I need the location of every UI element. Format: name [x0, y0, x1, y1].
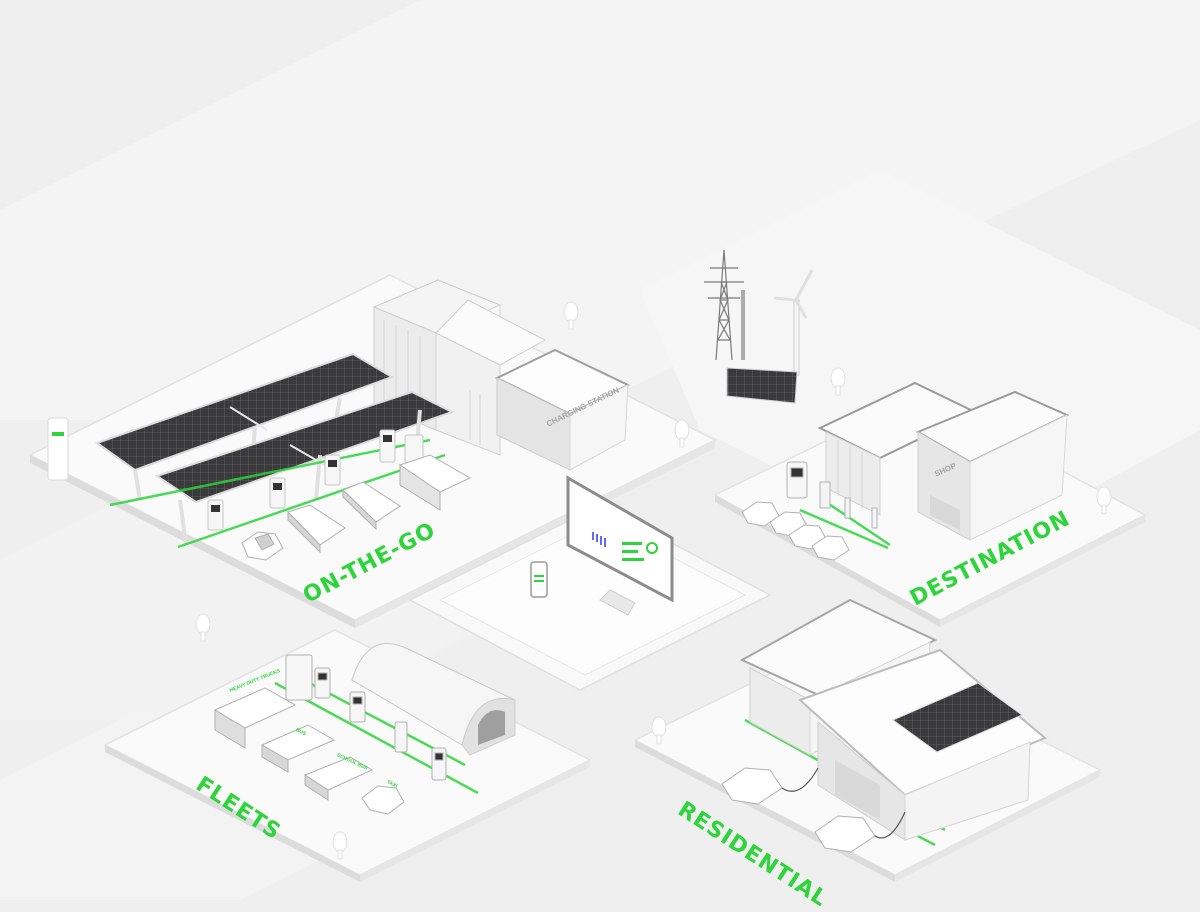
- dashboard-bars: [592, 532, 606, 547]
- power-pylon: [704, 249, 745, 361]
- ground-solar-panel: [726, 367, 798, 404]
- fleet-depot: [351, 642, 516, 756]
- phone-device: [530, 561, 548, 598]
- fleets-platform: [103, 629, 592, 882]
- fleet-vehicles: [213, 687, 405, 815]
- tree: [563, 301, 579, 330]
- rooftop-solar-panel: [891, 682, 1024, 753]
- monitor-stand: [599, 589, 636, 616]
- fleet-chargers: [285, 654, 447, 781]
- shop-building: [817, 381, 1070, 541]
- bus: [287, 504, 346, 554]
- car: [241, 531, 284, 561]
- dashboard-greens: [622, 542, 644, 561]
- dashboard-gauge: [646, 542, 658, 554]
- tree: [195, 613, 211, 642]
- destination-equipment: [741, 461, 878, 561]
- charging-station-building: [372, 279, 631, 471]
- tree: [332, 831, 348, 860]
- bus: [342, 481, 401, 531]
- totem-sign: [47, 417, 69, 481]
- tree: [674, 419, 690, 448]
- vehicles-on-the-go: [241, 454, 472, 561]
- truck: [398, 454, 472, 511]
- residential-cars: [721, 767, 906, 853]
- tree: [1096, 486, 1112, 515]
- dashboard-monitor: [566, 475, 674, 616]
- tree: [651, 716, 667, 745]
- wind-turbine: [773, 269, 814, 376]
- house-front: [798, 648, 1047, 841]
- tree: [830, 367, 846, 396]
- trees: [195, 301, 1112, 860]
